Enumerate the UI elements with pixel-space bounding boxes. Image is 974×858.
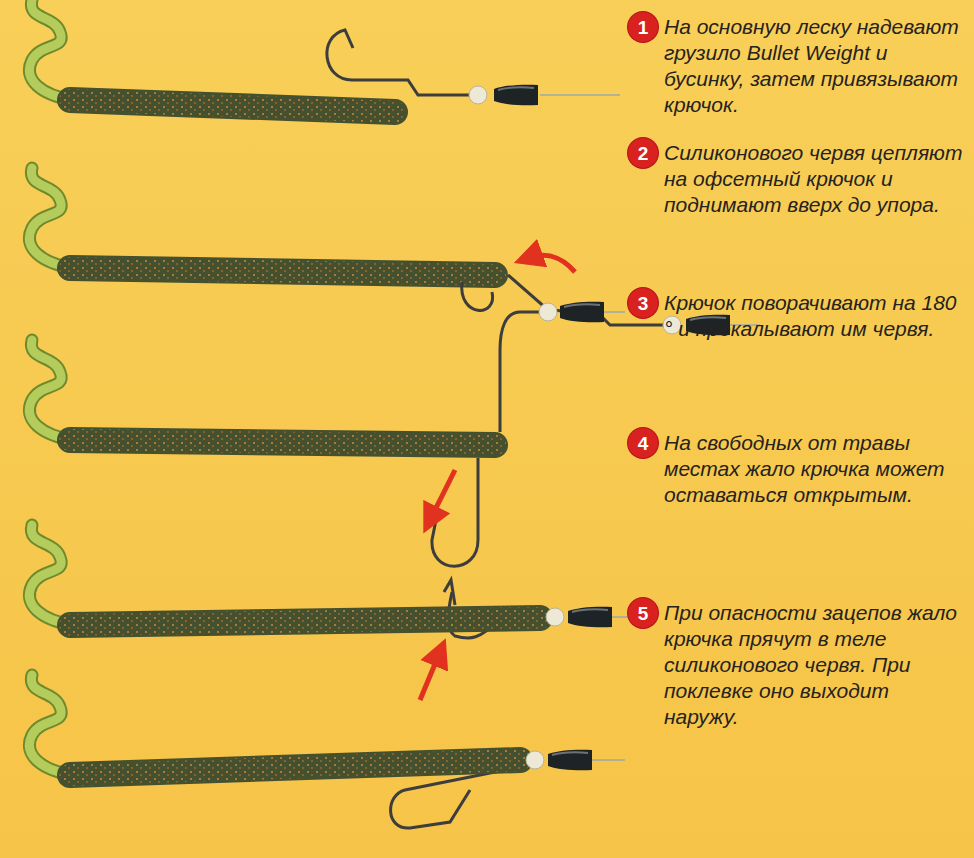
worm-step-1	[29, 0, 620, 112]
callout-number: 5	[628, 598, 658, 628]
step-description: Крючок поворачивают на 180 ° и прокалыва…	[664, 290, 966, 342]
worm-step-4	[29, 525, 640, 700]
step-description: При опасности зацепов жало крючка прячут…	[664, 600, 966, 730]
callout-digit: 5	[638, 604, 649, 623]
callout-number: 3	[628, 288, 658, 318]
callout-digit: 2	[638, 144, 649, 163]
callout-digit: 4	[638, 434, 649, 453]
step-description: На свободных от травы местах жало крючка…	[664, 430, 966, 508]
callout-number: 2	[628, 138, 658, 168]
callout-digit: 3	[638, 294, 649, 313]
step-description: Силиконового червя цепляют на офсетный к…	[664, 140, 966, 218]
callout-number: 4	[628, 428, 658, 458]
callout-number: 1	[628, 12, 658, 42]
worm-step-3	[29, 302, 625, 567]
worm-step-5	[29, 675, 625, 828]
step-description: На основную леску надевают грузило Bulle…	[664, 14, 966, 118]
worm-step-2	[29, 168, 760, 335]
callout-digit: 1	[638, 18, 649, 37]
